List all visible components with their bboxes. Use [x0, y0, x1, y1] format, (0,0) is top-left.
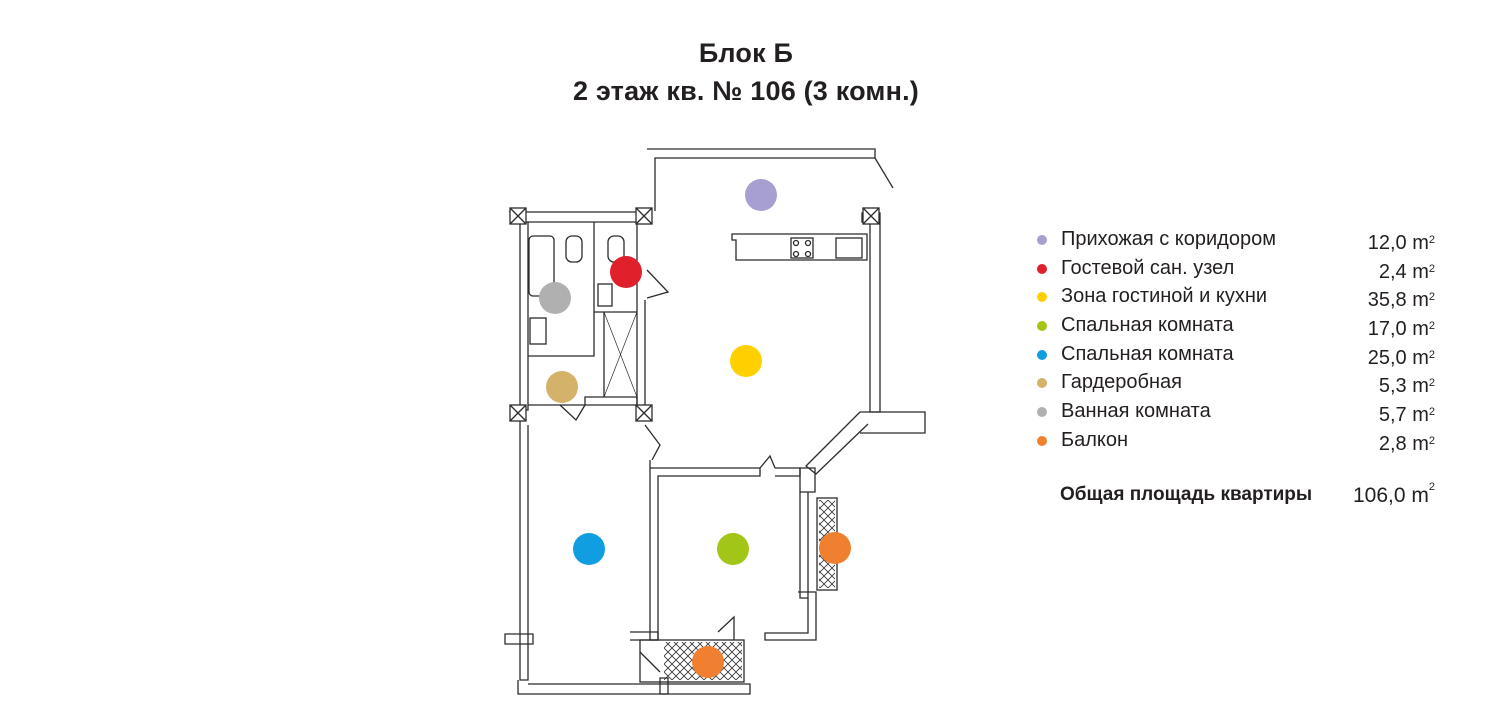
legend-dot — [1037, 378, 1047, 389]
bathroom-marker — [539, 282, 571, 314]
legend-area: 35,8 m2 — [1367, 289, 1435, 312]
wardrobe-marker — [546, 371, 578, 403]
legend-dot — [1037, 349, 1047, 360]
column-marker-5 — [635, 404, 653, 422]
legend-label: Зона гостиной и кухни — [1061, 285, 1268, 308]
legend-row: Спальная комната 17,0 m2 — [1033, 312, 1435, 341]
living-kitchen-marker — [730, 345, 762, 377]
legend-label: Гардеробная — [1061, 371, 1182, 394]
wall-core — [636, 222, 646, 411]
legend-area: 25,0 m2 — [1367, 346, 1435, 369]
legend-row: Гостевой сан. узел 2,4 m2 — [1033, 255, 1435, 284]
wall-diagonal — [805, 411, 869, 475]
area-legend: Прихожая с коридором 12,0 m2 Гостевой са… — [1033, 226, 1435, 456]
wall-bottom — [517, 680, 751, 695]
wall-right — [861, 212, 881, 413]
legend-label: Прихожая с коридором — [1061, 228, 1276, 250]
legend-area: 2,8 m2 — [1378, 432, 1435, 455]
legend-row: Балкон 2,8 m2 — [1033, 427, 1435, 456]
block-title: Блок Б — [698, 38, 794, 68]
legend-dot — [1037, 321, 1047, 332]
legend-label: Ванная комната — [1061, 400, 1211, 423]
total-area-value: 106,0 m2 — [1352, 481, 1435, 507]
apartment-title: 2 этаж кв. № 106 (3 комн.) — [573, 76, 919, 106]
legend-row: Прихожая с коридором 12,0 m2 — [1033, 226, 1435, 255]
legend-area: 17,0 m2 — [1367, 318, 1435, 341]
wall-left — [510, 409, 529, 681]
legend-row: Ванная комната 5,7 m2 — [1033, 398, 1435, 427]
legend-row: Зона гостиной и кухни 35,8 m2 — [1033, 283, 1435, 312]
wall-upper-left — [508, 211, 648, 223]
wall-balcony-stub — [860, 411, 926, 434]
hallway-marker — [745, 179, 777, 211]
legend-dot — [1037, 263, 1047, 274]
column-marker-3 — [862, 207, 880, 225]
legend-dot — [1037, 292, 1047, 303]
legend-dot — [1037, 407, 1047, 418]
legend-area: 5,7 m2 — [1378, 404, 1435, 427]
legend-area: 12,0 m2 — [1367, 232, 1435, 254]
column-marker-1 — [509, 207, 527, 225]
total-area-label: Общая площадь квартиры — [1060, 484, 1313, 505]
total-area: Общая площадь квартиры 106,0 m2 — [1060, 481, 1435, 507]
bedroom-small-marker — [717, 533, 749, 565]
legend-row: Гардеробная 5,3 m2 — [1033, 369, 1435, 398]
balcony-marker-right — [819, 532, 851, 564]
kitchen-counter — [731, 233, 868, 261]
legend-row: Спальная комната 25,0 m2 — [1033, 341, 1435, 370]
legend-label: Балкон — [1061, 428, 1129, 451]
guest-bathroom-marker — [610, 256, 642, 288]
legend-dot — [1037, 235, 1047, 245]
legend-dot — [1037, 435, 1047, 446]
column-marker-2 — [635, 207, 653, 225]
legend-label: Спальная комната — [1061, 342, 1234, 365]
bedroom-large-marker — [573, 533, 605, 565]
legend-label: Гостевой сан. узел — [1061, 256, 1235, 279]
legend-area: 2,4 m2 — [1378, 260, 1435, 283]
legend-area: 5,3 m2 — [1378, 375, 1435, 398]
column-marker-4 — [509, 404, 527, 422]
balcony-marker-bottom — [692, 646, 724, 678]
legend-label: Спальная комната — [1061, 314, 1234, 337]
